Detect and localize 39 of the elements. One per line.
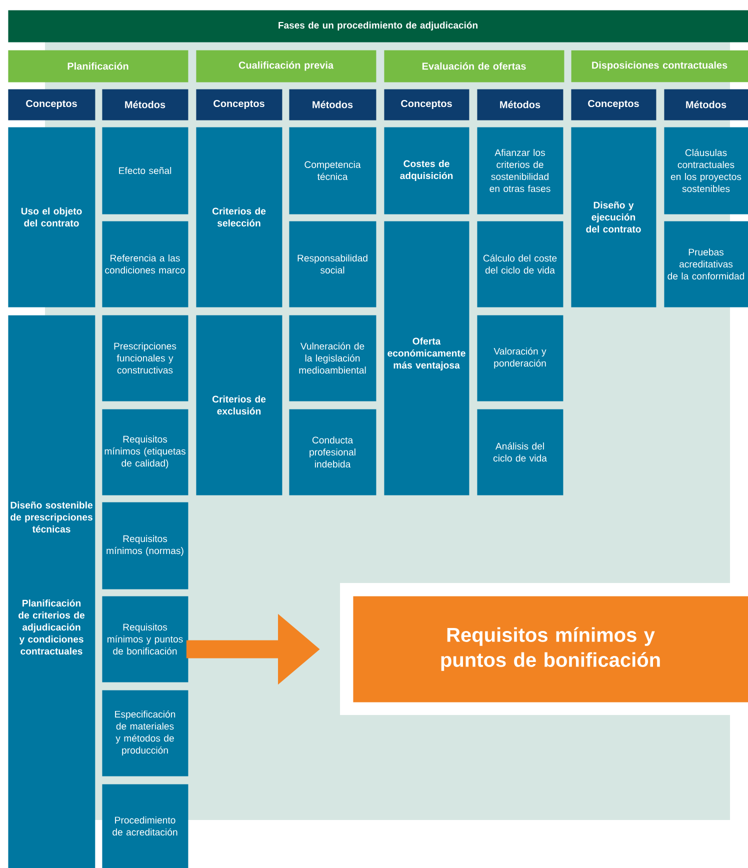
method-box: Requisitos mínimos (etiquetas de calidad) [102, 409, 188, 496]
concept-box: Criterios de selección [196, 127, 282, 308]
concept-box: Criterios de exclusión [196, 315, 282, 496]
method-box: Cálculo del coste del ciclo de vida [477, 221, 564, 308]
method-box: Vulneración de la legislación medioambiental [289, 315, 376, 402]
method-box: Pruebas acreditativas de la conformidad [664, 221, 748, 308]
method-box: Responsabilidad social [289, 221, 376, 308]
concept-box: Diseño y ejecución del contrato [571, 127, 656, 308]
method-box: Valoración y ponderación [477, 315, 564, 402]
method-box: Competencia técnica [289, 127, 376, 214]
column-header: Conceptos [196, 89, 282, 120]
column-header: Métodos [664, 89, 748, 120]
column-header: Conceptos [384, 89, 470, 120]
column-header: Conceptos [571, 89, 656, 120]
method-box: Cláusulas contractuales en los proyectos sostenibles [664, 127, 748, 214]
column-header: Métodos [289, 89, 376, 120]
phase-band: Evaluación de ofertas [384, 50, 564, 82]
method-box: Especificación de materiales y métodos de producción [102, 690, 188, 776]
method-box: Prescripciones funcionales y constructivas [102, 315, 188, 402]
column-header: Métodos [102, 89, 188, 120]
phase-band: Cualificación previa [196, 50, 376, 82]
phase-band: Disposiciones contractuales [571, 50, 748, 82]
phase-band: Planificación [8, 50, 188, 82]
method-box: Conducta profesional indebida [289, 409, 376, 496]
method-box: Afianzar los criterios de sostenibilidad en otras fases [477, 127, 564, 214]
concept-box: Diseño sostenible de prescripciones técnicas Planificación de criterios de adjudicación y condiciones contractuales [8, 315, 96, 868]
method-box: Procedimiento de acreditación [102, 784, 188, 868]
method-box: Análisis del ciclo de vida [477, 409, 564, 496]
column-header: Conceptos [8, 89, 96, 120]
concept-box: Oferta económicamente más ventajosa [384, 221, 470, 496]
title-band: Fases de un procedimiento de adjudicación [8, 10, 748, 42]
callout-box: Requisitos mínimos y puntos de bonificación [353, 596, 748, 702]
concept-box: Costes de adquisición [384, 127, 470, 214]
method-box: Efecto señal [102, 127, 188, 214]
method-box: Referencia a las condiciones marco [102, 221, 188, 308]
concept-box: Uso el objeto del contrato [8, 127, 96, 308]
column-header: Métodos [477, 89, 564, 120]
method-box: Requisitos mínimos y puntos de bonificación [102, 596, 188, 682]
method-box: Requisitos mínimos (normas) [102, 502, 188, 590]
